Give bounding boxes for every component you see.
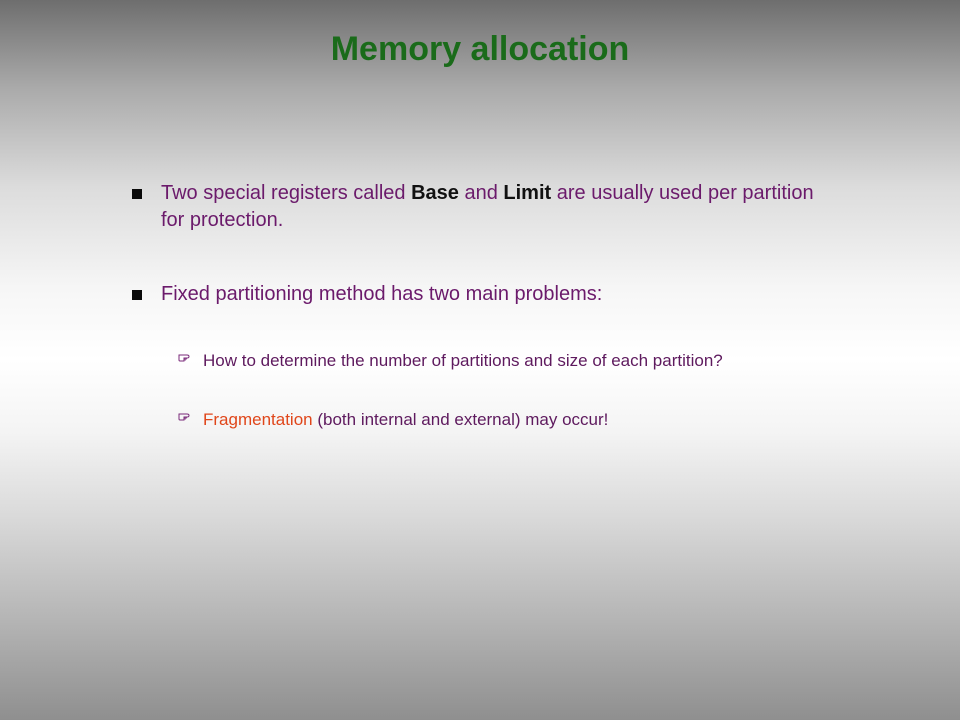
pointing-hand-icon bbox=[178, 410, 192, 426]
sub-bullet-fragmentation-text: Fragmentation (both internal and externa… bbox=[203, 408, 838, 431]
sub-bullet-partitions-text: How to determine the number of partition… bbox=[203, 351, 723, 370]
bullet-registers: Two special registers called Base and Li… bbox=[132, 180, 832, 234]
bullet-registers-mid: and bbox=[458, 182, 504, 204]
bullet-registers-text: Two special registers called Base and Li… bbox=[161, 180, 832, 234]
fragmentation-rest: (both internal and external) may occur! bbox=[312, 410, 609, 429]
fragmentation-highlight: Fragmentation bbox=[203, 410, 313, 429]
keyword-base: Base bbox=[411, 182, 459, 204]
sub-bullet-partitions: How to determine the number of partition… bbox=[178, 349, 838, 372]
square-bullet-icon bbox=[132, 189, 142, 199]
bullet-fixed-partitioning: Fixed partitioning method has two main p… bbox=[132, 281, 832, 308]
sub-bullet-fragmentation: Fragmentation (both internal and externa… bbox=[178, 408, 838, 431]
bullet-registers-pre: Two special registers called bbox=[161, 182, 412, 204]
keyword-limit: Limit bbox=[503, 182, 552, 204]
slide-title: Memory allocation bbox=[330, 30, 630, 68]
square-bullet-icon bbox=[132, 290, 142, 300]
bullet-fixed-partitioning-text: Fixed partitioning method has two main p… bbox=[161, 283, 603, 305]
bullet-registers-post: are usually used per partition for prote… bbox=[161, 182, 814, 231]
pointing-hand-icon bbox=[178, 351, 192, 367]
